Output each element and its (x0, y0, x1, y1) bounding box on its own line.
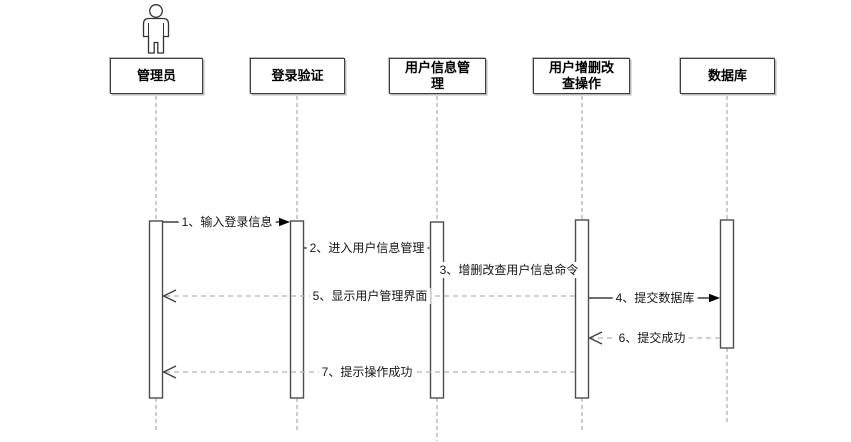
lifeline-label-userinfo: 用户信息管理 (404, 60, 470, 91)
message-label-1: 1、输入登录信息 (178, 214, 276, 230)
arrowhead-open-icon-6 (587, 331, 603, 345)
activation-bar-admin (148, 220, 164, 399)
message-label-5: 5、显示用户管理界面 (309, 288, 431, 304)
lifeline-head-login: 登录验证 (250, 58, 345, 94)
person-actor-icon (142, 4, 170, 54)
lifeline-head-userinfo: 用户信息管理 (389, 58, 486, 94)
activation-bar-db (719, 219, 735, 349)
open-arrowheads (161, 289, 603, 379)
activation-bars (148, 219, 735, 399)
lifeline-label-db: 数据库 (707, 68, 747, 83)
lifeline-head-admin: 管理员 (110, 58, 203, 94)
activation-bar-login (289, 220, 305, 399)
arrowhead-filled-icon-4 (709, 293, 720, 303)
message-label-3: 3、增删改查用户信息命令 (436, 262, 582, 278)
message-label-6: 6、提交成功 (615, 330, 689, 346)
arrowhead-filled-icon-1 (279, 217, 290, 227)
lifeline-head-crud: 用户增删改查操作 (533, 58, 630, 94)
actor-body (142, 17, 170, 54)
message-label-7: 7、提示操作成功 (318, 364, 416, 380)
activation-bar-crud (574, 219, 590, 399)
lifeline-label-login: 登录验证 (271, 68, 324, 83)
actor-arms (148, 23, 164, 37)
lifeline-label-admin: 管理员 (136, 68, 176, 83)
actor-head (149, 4, 163, 18)
lifeline-head-db: 数据库 (680, 58, 775, 94)
message-label-2: 2、进入用户信息管理 (306, 240, 428, 256)
message-label-4: 4、提交数据库 (612, 290, 698, 306)
arrowhead-open-icon-7 (161, 365, 177, 379)
arrowhead-open-icon-5 (161, 289, 177, 303)
lifelines (155, 96, 728, 441)
lifeline-label-crud: 用户增删改查操作 (548, 60, 614, 91)
